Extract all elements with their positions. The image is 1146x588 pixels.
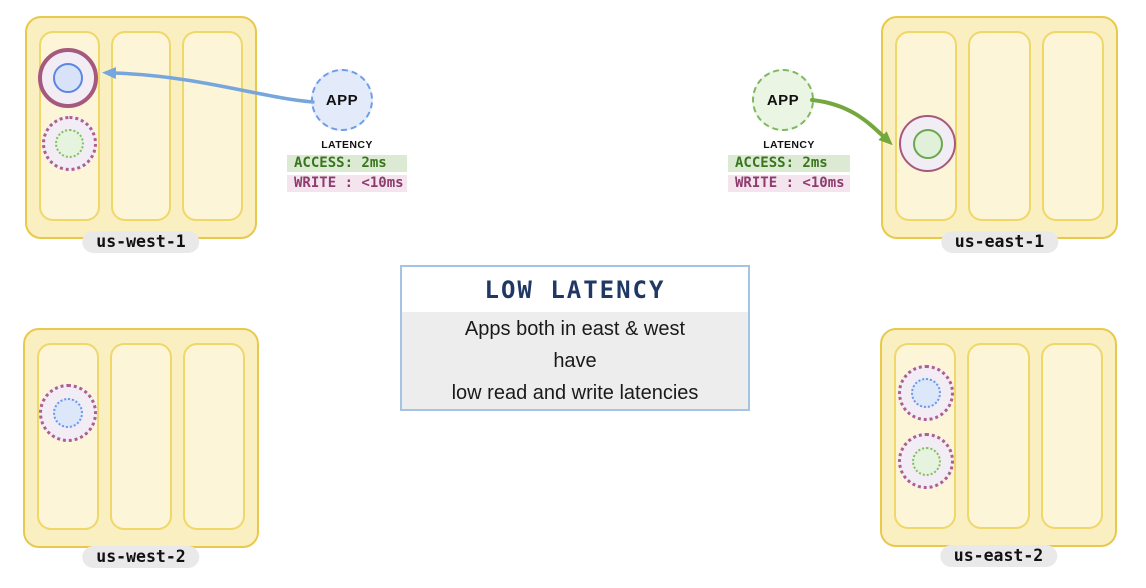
standby-replica-icon	[39, 384, 97, 442]
callout-low-latency: LOW LATENCY Apps both in east & west hav…	[400, 265, 750, 411]
app-node-east: APP	[752, 69, 814, 131]
latency-title: LATENCY	[763, 139, 815, 151]
az-column	[110, 343, 172, 530]
region-us-east-2: us-east-2	[880, 328, 1117, 567]
blue-tablet-ghost-icon	[53, 398, 83, 428]
az-column	[968, 31, 1031, 221]
region-label-us-west-2: us-west-2	[82, 546, 200, 568]
region-us-east-1: us-east-1	[881, 16, 1118, 253]
az-column	[1040, 343, 1103, 529]
callout-body: Apps both in east & west have low read a…	[402, 312, 748, 409]
region-label-us-west-1: us-west-1	[82, 231, 200, 253]
standby-replica-icon	[42, 116, 97, 171]
az-column	[182, 31, 244, 221]
callout-title: LOW LATENCY	[402, 267, 748, 312]
latency-panel-east: LATENCY ACCESS: 2ms WRITE : <10ms	[728, 139, 850, 195]
callout-line: have	[553, 349, 597, 372]
write-latency-badge: WRITE : <10ms	[287, 175, 407, 192]
standby-replica-icon	[898, 365, 954, 421]
az-column	[110, 31, 172, 221]
access-latency-badge: ACCESS: 2ms	[728, 155, 850, 172]
az-column	[183, 343, 245, 530]
green-tablet-icon	[912, 128, 943, 159]
region-label-us-east-1: us-east-1	[940, 231, 1059, 253]
latency-panel-west: LATENCY ACCESS: 2ms WRITE : <10ms	[287, 139, 407, 195]
green-tablet-ghost-icon	[911, 446, 941, 476]
leader-replica-icon	[899, 115, 956, 172]
standby-replica-icon	[898, 433, 954, 489]
write-latency-badge: WRITE : <10ms	[728, 175, 850, 192]
region-us-west-2: us-west-2	[23, 328, 259, 568]
blue-tablet-icon	[53, 63, 83, 93]
region-label-us-east-2: us-east-2	[939, 545, 1058, 567]
callout-line: low read and write latencies	[451, 381, 699, 404]
green-tablet-ghost-icon	[55, 129, 84, 158]
latency-title: LATENCY	[321, 139, 373, 151]
app-node-west: APP	[311, 69, 373, 131]
callout-line: Apps both in east & west	[464, 317, 686, 340]
region-us-west-1: us-west-1	[25, 16, 257, 253]
az-column	[967, 343, 1030, 529]
az-column	[1041, 31, 1104, 221]
blue-tablet-ghost-icon	[911, 378, 941, 408]
leader-replica-icon	[38, 48, 98, 108]
arrow-app-east-to-us-east-1	[810, 98, 893, 146]
access-latency-badge: ACCESS: 2ms	[287, 155, 407, 172]
